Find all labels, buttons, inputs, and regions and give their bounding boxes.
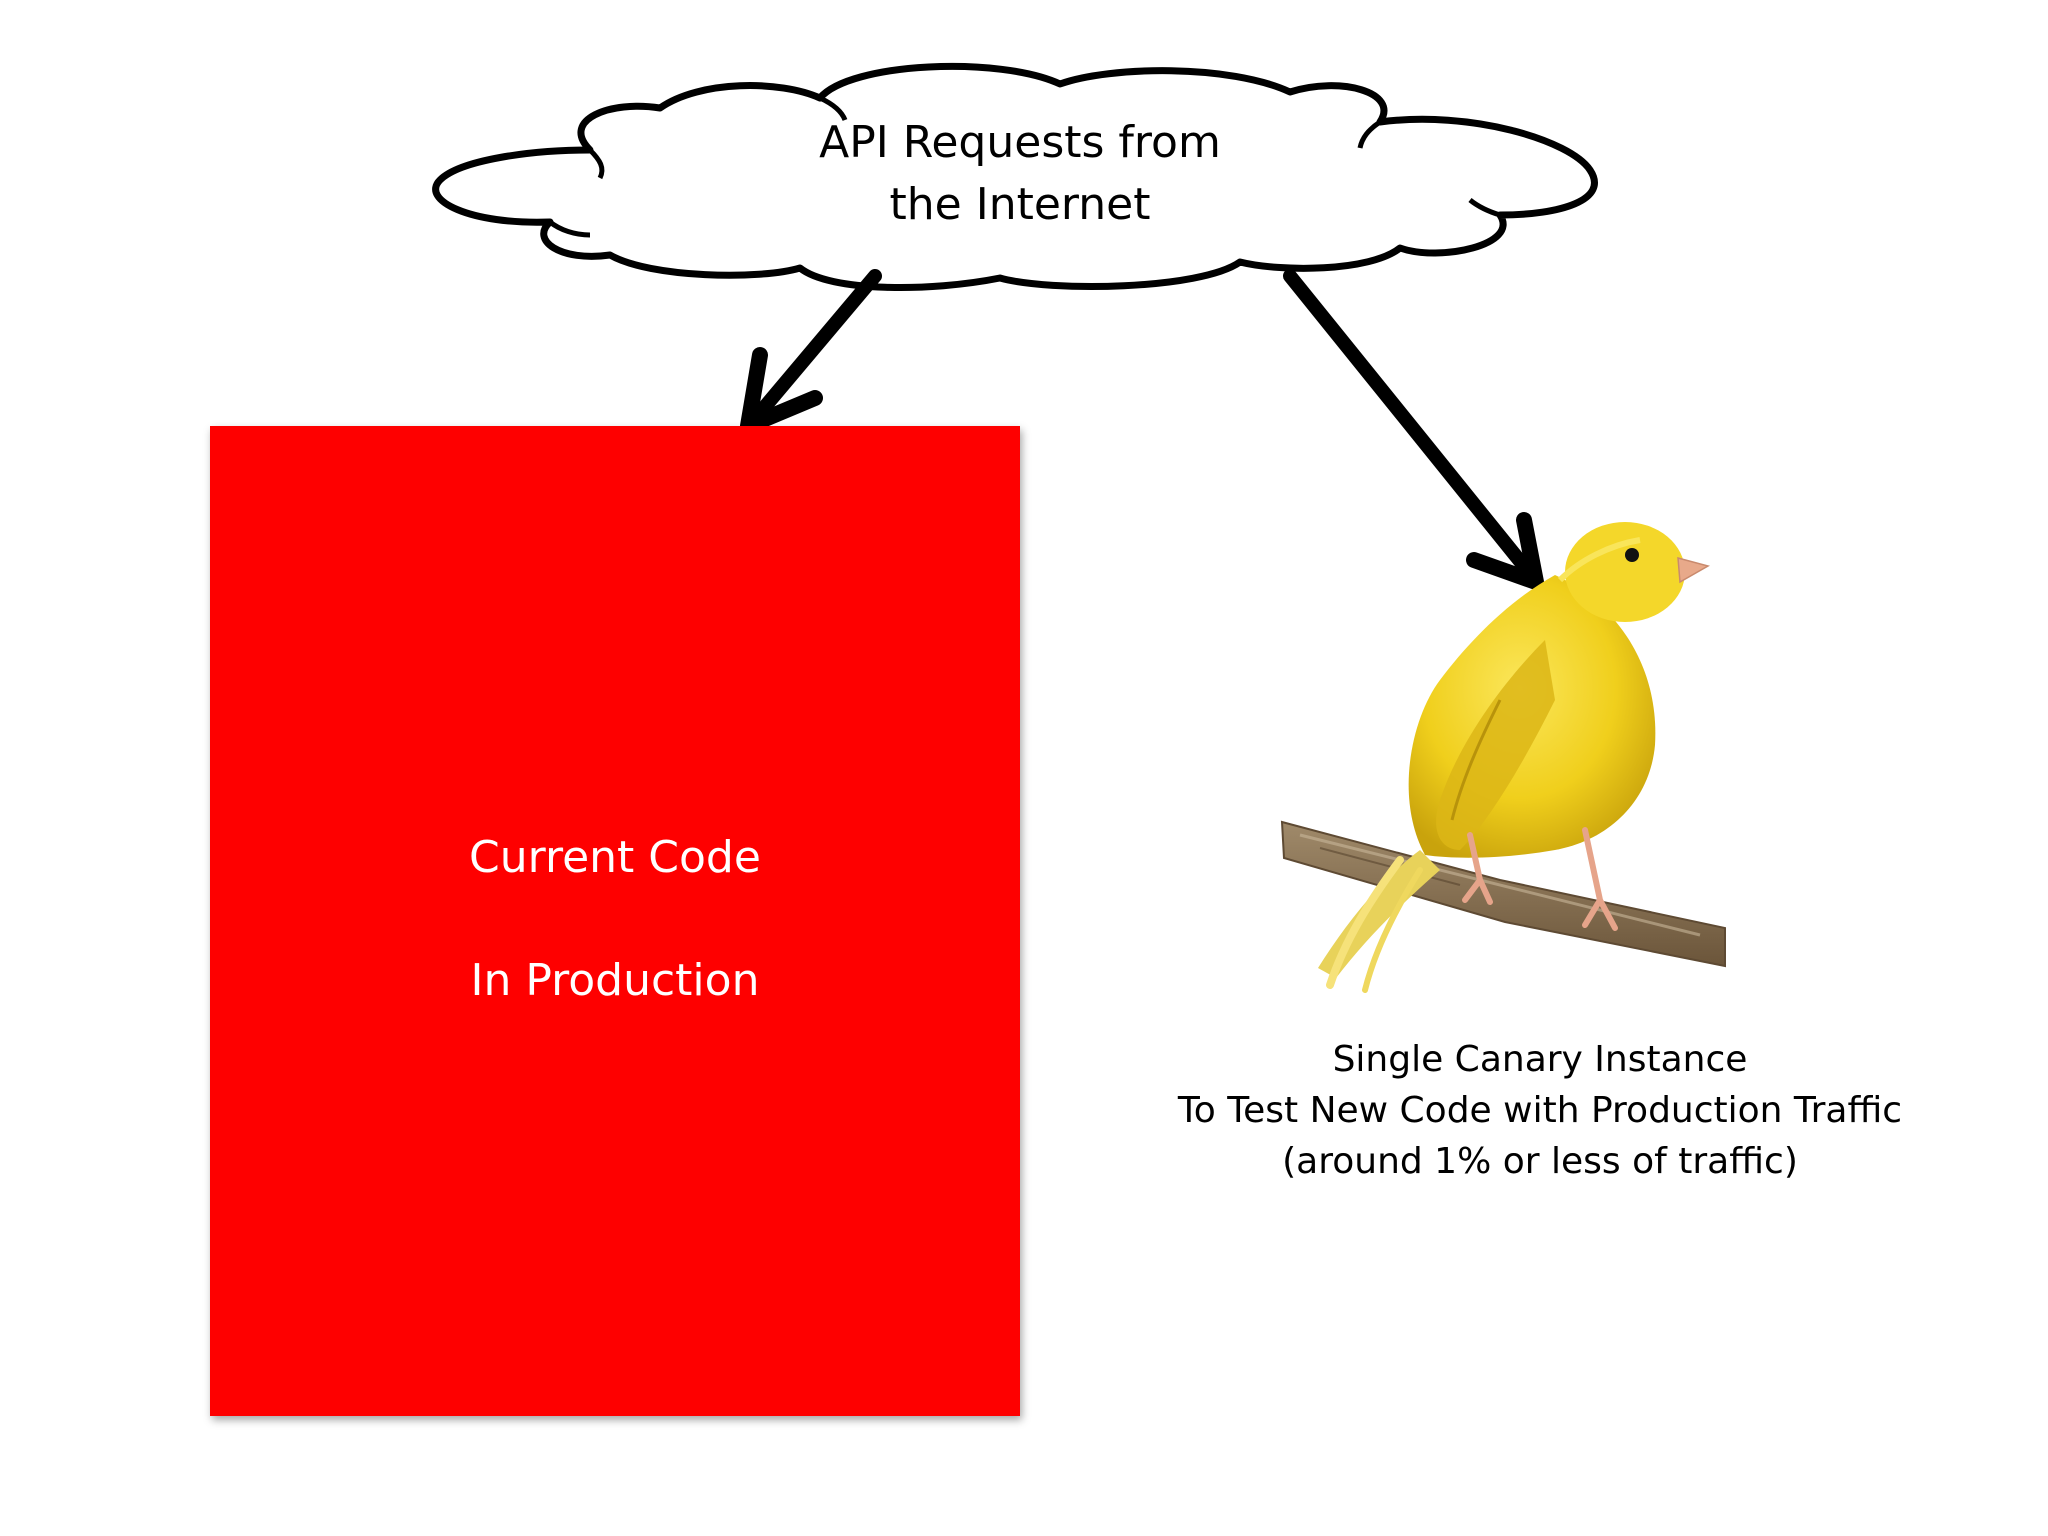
cloud-label-line-2: the Internet (889, 179, 1151, 230)
arrow-to-canary (1283, 269, 1544, 590)
cloud-label-line-1: API Requests from (819, 117, 1221, 168)
canary-caption-line-1: Single Canary Instance (1332, 1039, 1748, 1080)
production-box (210, 426, 1020, 1416)
production-label-line-1: Current Code (469, 832, 761, 883)
canary-caption-line-3: (around 1% or less of traffic) (1282, 1141, 1798, 1182)
canary-caption-line-2: To Test New Code with Production Traffic (1177, 1090, 1903, 1131)
canary-bird-image (1280, 522, 1726, 993)
arrow-to-production (740, 269, 882, 434)
cloud-shape (432, 62, 1598, 291)
canary-caption: Single Canary Instance To Test New Code … (1130, 1034, 1950, 1187)
cloud-label: API Requests from the Internet (740, 112, 1300, 236)
production-label-line-2: In Production (470, 955, 760, 1006)
